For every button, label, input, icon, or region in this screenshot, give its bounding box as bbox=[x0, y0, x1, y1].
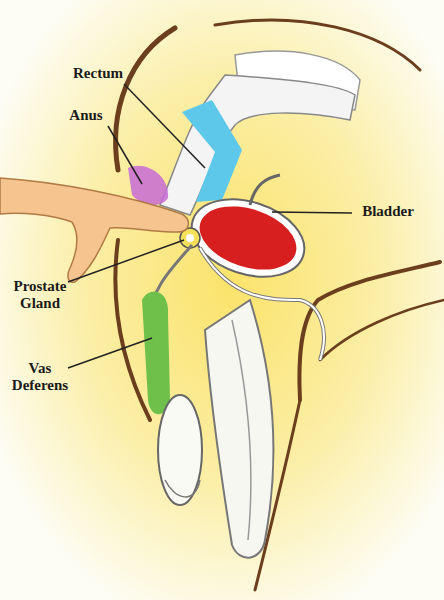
leader-line bbox=[124, 84, 205, 168]
bladder bbox=[191, 195, 304, 281]
leader-line bbox=[108, 126, 142, 184]
part-label: Prostate Gland bbox=[9, 278, 71, 313]
part-label: Anus bbox=[56, 107, 116, 124]
leader-line bbox=[68, 240, 184, 282]
body-outline bbox=[299, 262, 440, 400]
testicle bbox=[165, 480, 200, 497]
ureter bbox=[250, 175, 280, 205]
body-outline bbox=[215, 20, 420, 70]
penis bbox=[232, 320, 251, 540]
body-outline bbox=[116, 28, 175, 170]
testicle bbox=[158, 395, 202, 505]
part-label: Bladder bbox=[353, 203, 423, 220]
vas-deferens bbox=[142, 292, 170, 415]
rectum bbox=[160, 75, 355, 215]
part-label: Rectum bbox=[63, 65, 133, 82]
rectum-wall bbox=[182, 100, 242, 202]
hand bbox=[0, 178, 188, 282]
body-outline bbox=[320, 300, 444, 360]
penis bbox=[205, 300, 273, 558]
bladder-wall bbox=[182, 186, 315, 290]
prostate bbox=[186, 234, 194, 242]
leader-line bbox=[272, 212, 352, 213]
part-label: Vas Deferens bbox=[9, 360, 71, 395]
leader-line bbox=[68, 338, 152, 368]
